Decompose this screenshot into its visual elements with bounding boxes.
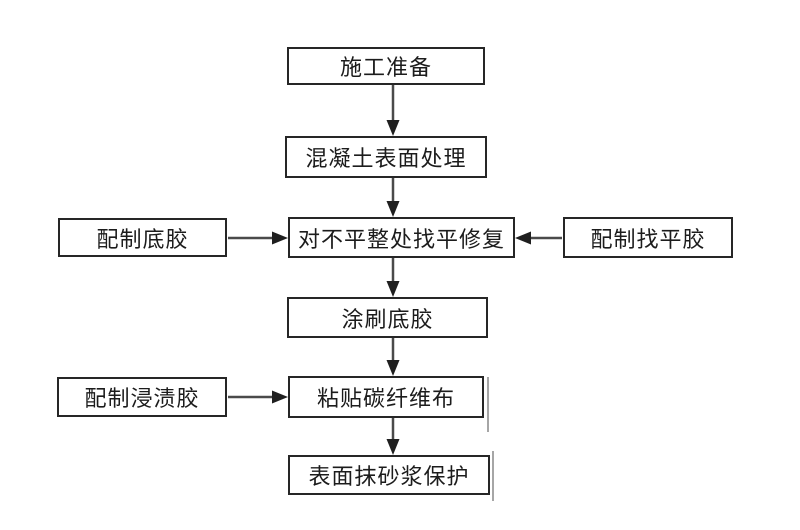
node-prepare-primer-label: 配制底胶	[96, 226, 189, 252]
node-paste-carbon-fiber: 粘贴碳纤维布	[288, 376, 484, 418]
node-construction-prep-label: 施工准备	[339, 55, 432, 80]
node-apply-primer: 涂刷底胶	[287, 297, 488, 338]
node-construction-prep: 施工准备	[287, 47, 485, 85]
node-concrete-surface-treatment-label: 混凝土表面处理	[305, 146, 467, 171]
arrow-fiber-to-mortar	[386, 418, 400, 455]
arrow-primer-to-fiber	[386, 338, 400, 376]
arrow-surface-to-level	[386, 178, 400, 217]
node-mortar-protection: 表面抹砂浆保护	[288, 455, 490, 495]
arrow-level-to-primer	[386, 258, 400, 297]
node-prepare-impregnation-glue-label: 配制浸渍胶	[84, 386, 200, 411]
arrow-mixprimer-to-level	[228, 231, 288, 245]
node-concrete-surface-treatment: 混凝土表面处理	[285, 136, 487, 178]
arrow-prep-to-surface	[386, 80, 400, 136]
node-prepare-leveling-glue-label: 配制找平胶	[590, 226, 706, 252]
node-prepare-impregnation-glue: 配制浸渍胶	[57, 377, 227, 417]
node-paste-carbon-fiber-label: 粘贴碳纤维布	[316, 386, 455, 411]
node-leveling-repair-label: 对不平整处找平修复	[297, 226, 505, 252]
node-leveling-repair: 对不平整处找平修复	[288, 217, 515, 258]
arrow-miximpreg-to-fiber	[228, 390, 288, 404]
node-mortar-protection-label: 表面抹砂浆保护	[308, 464, 470, 489]
node-prepare-primer: 配制底胶	[58, 218, 227, 257]
node-prepare-leveling-glue: 配制找平胶	[563, 217, 733, 258]
node-apply-primer-label: 涂刷底胶	[341, 306, 434, 332]
arrow-mixlevel-to-level	[515, 231, 562, 245]
